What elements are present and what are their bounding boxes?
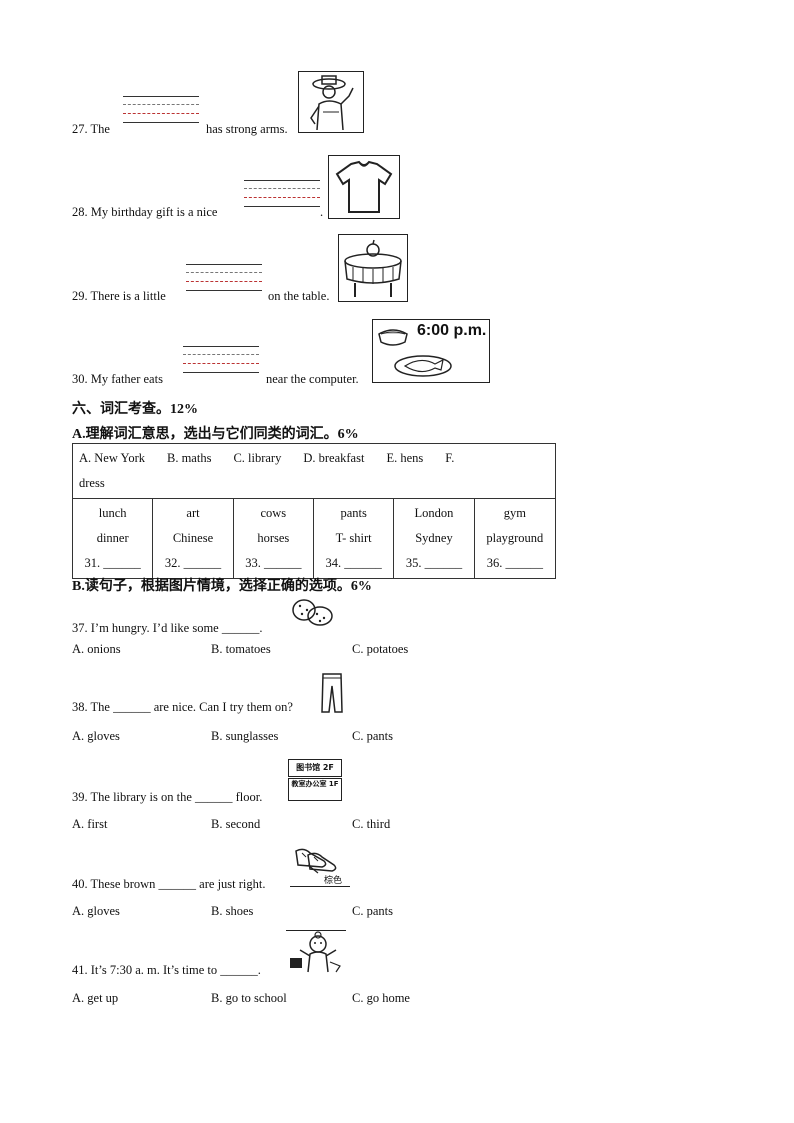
answer-blank[interactable]: 33. ______ — [245, 556, 302, 570]
sign-upper: 图书馆 2F — [288, 759, 342, 777]
vocab-word: T- shirt — [335, 531, 372, 545]
vocab-column: gym playground 36. ______ — [473, 498, 557, 579]
word-bank-item: F. — [445, 451, 455, 465]
option-b[interactable]: B. sunglasses — [211, 729, 279, 743]
vocab-word: art — [186, 506, 200, 520]
vocab-table: A. New York B. maths C. library D. breakfas… — [71, 443, 557, 579]
word-bank-item: D. breakfast — [303, 451, 365, 465]
word-bank: A. New York B. maths C. library D. breakfas… — [72, 443, 556, 499]
potatoes-icon — [290, 596, 336, 628]
section-title: 六、词汇考查。12% — [72, 402, 198, 417]
option-a[interactable]: A. onions — [72, 642, 121, 656]
answer-blank[interactable]: 32. ______ — [164, 556, 222, 570]
word-bank-item: E. hens — [386, 451, 424, 465]
vocab-word: Chinese — [172, 531, 214, 545]
shoe-color-label: 棕色 — [324, 876, 343, 886]
question-text-after: near the computer. — [266, 372, 359, 386]
option-c[interactable]: C. potatoes — [352, 642, 409, 656]
vocab-word: horses — [257, 531, 290, 545]
floor-sign-icon: 图书馆 2F 教室办公室 1F — [286, 759, 344, 801]
question-38: 38. The ______ are nice. Can I try them … — [72, 700, 293, 714]
question-41: 41. It’s 7:30 a. m. It’s time to ______. — [72, 963, 261, 977]
question-text-after: on the table. — [268, 289, 330, 303]
farmer-icon — [298, 71, 364, 133]
vocab-word: gym — [503, 506, 526, 520]
shoes-icon: 棕色 — [290, 845, 350, 889]
sign-lower: 教室办公室 1F — [288, 778, 342, 801]
answer-blank[interactable]: 35. ______ — [405, 556, 463, 570]
writing-lines — [244, 180, 320, 214]
vocab-column: cows horses 33. ______ — [232, 498, 314, 579]
question-28: 28. My birthday gift is a nice — [72, 205, 217, 220]
part-b-title: B.读句子，根据图片情境，选择正确的选项。6% — [72, 579, 372, 594]
girl-waking-icon — [286, 930, 346, 976]
vocab-word: London — [414, 506, 454, 520]
vocab-word: dinner — [96, 531, 129, 545]
question-text-after: has strong arms. — [206, 122, 288, 136]
option-c[interactable]: C. third — [352, 817, 391, 831]
option-b[interactable]: B. second — [211, 817, 261, 831]
answer-blank[interactable]: 31. ______ — [84, 556, 141, 570]
writing-lines — [186, 264, 262, 298]
question-text-before: 29. There is a little — [72, 289, 166, 303]
option-a[interactable]: A. get up — [72, 991, 119, 1005]
word-bank-item: B. maths — [166, 451, 212, 465]
word-bank-item: A. New York — [79, 451, 145, 465]
question-text-before: 28. My birthday gift is a nice — [72, 205, 218, 219]
table-apple-icon — [338, 234, 408, 302]
pants-icon — [320, 672, 344, 714]
writing-lines — [123, 96, 199, 130]
question-text-after: . — [320, 205, 324, 219]
dinner-clock-icon: 6:00 p.m. — [372, 319, 490, 383]
question-27: 27. The — [72, 122, 110, 137]
answer-blank[interactable]: 36. ______ — [486, 556, 543, 570]
option-b[interactable]: B. go to school — [211, 991, 287, 1005]
word-bank-item-wrap: dress — [79, 476, 105, 490]
vocab-column: pants T- shirt 34. ______ — [312, 498, 395, 579]
question-text-before: 30. My father eats — [72, 372, 163, 386]
part-a-title: A.理解词汇意思，选出与它们同类的词汇。6% — [72, 427, 359, 442]
answer-blank[interactable]: 34. ______ — [325, 556, 382, 570]
option-c[interactable]: C. go home — [352, 991, 410, 1005]
question-30: 30. My father eats — [72, 372, 163, 387]
writing-lines — [183, 346, 259, 380]
t-shirt-icon — [328, 155, 400, 219]
sign-bottom-text: 教室办公室 1F — [291, 780, 339, 788]
vocab-word: Sydney — [415, 531, 453, 545]
vocab-word: cows — [260, 506, 287, 520]
vocab-column: lunch dinner 31. ______ — [71, 498, 154, 579]
question-text-before: 27. The — [72, 122, 110, 136]
option-a[interactable]: A. gloves — [72, 729, 120, 743]
question-29: 29. There is a little — [72, 289, 166, 304]
question-40: 40. These brown ______ are just right. — [72, 877, 266, 891]
word-bank-item: C. library — [233, 451, 282, 465]
option-c[interactable]: C. pants — [352, 729, 393, 743]
vocab-word: lunch — [98, 506, 127, 520]
vocab-word: pants — [340, 506, 367, 520]
option-b[interactable]: B. shoes — [211, 904, 254, 918]
question-37: 37. I’m hungry. I’d like some ______. — [72, 621, 263, 635]
option-a[interactable]: A. gloves — [72, 904, 120, 918]
option-b[interactable]: B. tomatoes — [211, 642, 271, 656]
sign-top-text: 图书馆 2F — [296, 763, 334, 772]
question-39: 39. The library is on the ______ floor. — [72, 790, 263, 804]
option-a[interactable]: A. first — [72, 817, 108, 831]
vocab-word: playground — [486, 531, 544, 545]
option-c[interactable]: C. pants — [352, 904, 393, 918]
dinner-time-label: 6:00 p.m. — [417, 322, 487, 339]
